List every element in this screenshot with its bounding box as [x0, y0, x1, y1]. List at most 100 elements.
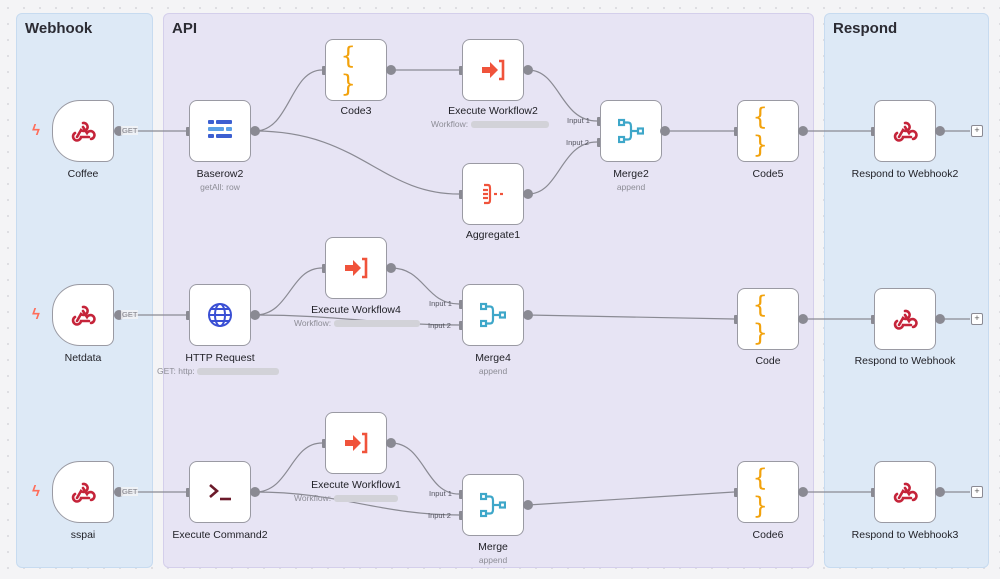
node-respond-to-webhook2[interactable]	[874, 100, 936, 162]
output-port[interactable]	[386, 263, 396, 273]
node-merge2[interactable]	[600, 100, 662, 162]
node-sub-execute-workflow2: Workflow:	[431, 119, 549, 129]
node-aggregate1[interactable]	[462, 163, 524, 225]
webhook-icon	[890, 116, 920, 146]
output-port[interactable]	[798, 126, 808, 136]
output-port[interactable]	[250, 310, 260, 320]
webhook-icon	[890, 477, 920, 507]
node-sub-baserow2: getAll: row	[200, 182, 240, 192]
node-respond-to-webhook3[interactable]	[874, 461, 936, 523]
input-port[interactable]	[322, 264, 326, 273]
node-label-respond-to-webhook2: Respond to Webhook2	[851, 168, 959, 180]
node-coffee[interactable]	[52, 100, 114, 162]
output-port[interactable]	[250, 126, 260, 136]
input-port[interactable]	[186, 311, 190, 320]
input-port-1[interactable]	[459, 300, 463, 309]
node-execute-command2[interactable]	[189, 461, 251, 523]
node-label-execute-workflow2: Execute Workflow2	[448, 105, 538, 117]
node-execute-workflow1[interactable]	[325, 412, 387, 474]
node-sub-execute-workflow1: Workflow:	[294, 493, 398, 503]
webhook-icon	[68, 300, 98, 330]
input-port[interactable]	[459, 66, 463, 75]
output-port[interactable]	[798, 487, 808, 497]
trigger-bolt-icon: ϟ	[32, 306, 40, 323]
add-node-plus-icon[interactable]: +	[971, 125, 983, 137]
wire-execute-command2-execute-workflow1	[254, 442, 323, 493]
node-code5[interactable]: { }	[737, 100, 799, 162]
node-baserow2[interactable]	[189, 100, 251, 162]
node-label-http-request: HTTP Request	[185, 352, 255, 364]
trigger-bolt-icon: ϟ	[32, 122, 40, 139]
input-port-1[interactable]	[459, 490, 463, 499]
input-port[interactable]	[871, 127, 875, 136]
node-respond-to-webhook[interactable]	[874, 288, 936, 350]
code-braces-icon: { }	[341, 42, 356, 98]
output-port[interactable]	[250, 487, 260, 497]
wire-label-get: GET	[121, 310, 139, 319]
output-port[interactable]	[386, 65, 396, 75]
output-port[interactable]	[935, 487, 945, 497]
node-label-baserow2: Baserow2	[196, 168, 244, 180]
input-port[interactable]	[186, 127, 190, 136]
output-port[interactable]	[523, 65, 533, 75]
input-port-2[interactable]	[459, 321, 463, 330]
input-port[interactable]	[186, 488, 190, 497]
node-label-coffee: Coffee	[67, 168, 99, 180]
input-port[interactable]	[734, 488, 738, 497]
wire-baserow2-aggregate1	[254, 130, 460, 195]
node-netdata[interactable]	[52, 284, 114, 346]
webhook-icon	[890, 304, 920, 334]
merge-icon	[478, 300, 508, 330]
node-sspai[interactable]	[52, 461, 114, 523]
output-port[interactable]	[935, 126, 945, 136]
input-port-2[interactable]	[597, 138, 601, 147]
output-port[interactable]	[523, 189, 533, 199]
output-port[interactable]	[386, 438, 396, 448]
node-label-code5: Code5	[752, 168, 784, 180]
input-port[interactable]	[734, 315, 738, 324]
input-port[interactable]	[322, 439, 326, 448]
node-merge[interactable]	[462, 474, 524, 536]
wire-merge4-code	[527, 314, 735, 320]
node-label-code6: Code6	[752, 529, 784, 541]
node-label-execute-workflow1: Execute Workflow1	[311, 479, 401, 491]
node-http-request[interactable]	[189, 284, 251, 346]
output-port[interactable]	[114, 310, 124, 320]
node-execute-workflow4[interactable]	[325, 237, 387, 299]
node-code3[interactable]: { }	[325, 39, 387, 101]
add-node-plus-icon[interactable]: +	[971, 313, 983, 325]
execute-workflow-icon	[341, 428, 371, 458]
input-port[interactable]	[734, 127, 738, 136]
input-port[interactable]	[871, 315, 875, 324]
output-port[interactable]	[114, 487, 124, 497]
input-port[interactable]	[459, 190, 463, 199]
node-label-merge4: Merge4	[475, 352, 511, 364]
input-port[interactable]	[871, 488, 875, 497]
input-port-2[interactable]	[459, 511, 463, 520]
output-port[interactable]	[523, 500, 533, 510]
node-code[interactable]: { }	[737, 288, 799, 350]
input-label-1: Input 1	[429, 489, 452, 498]
output-port[interactable]	[935, 314, 945, 324]
input-label-2: Input 2	[428, 321, 451, 330]
add-node-plus-icon[interactable]: +	[971, 486, 983, 498]
input-port[interactable]	[322, 66, 326, 75]
node-sub-merge: append	[478, 555, 508, 565]
wire-execute-command2-merge	[254, 491, 460, 516]
input-port-1[interactable]	[597, 117, 601, 126]
output-port[interactable]	[660, 126, 670, 136]
node-execute-workflow2[interactable]	[462, 39, 524, 101]
wire-label-get: GET	[121, 487, 139, 496]
baserow-icon	[205, 116, 235, 146]
wire-label-get: GET	[121, 126, 139, 135]
node-sub-merge2: append	[616, 182, 646, 192]
output-port[interactable]	[114, 126, 124, 136]
execute-workflow-icon	[478, 55, 508, 85]
node-merge4[interactable]	[462, 284, 524, 346]
output-port[interactable]	[798, 314, 808, 324]
node-code6[interactable]: { }	[737, 461, 799, 523]
wire-execute-workflow4-merge4	[390, 267, 460, 305]
output-port[interactable]	[523, 310, 533, 320]
